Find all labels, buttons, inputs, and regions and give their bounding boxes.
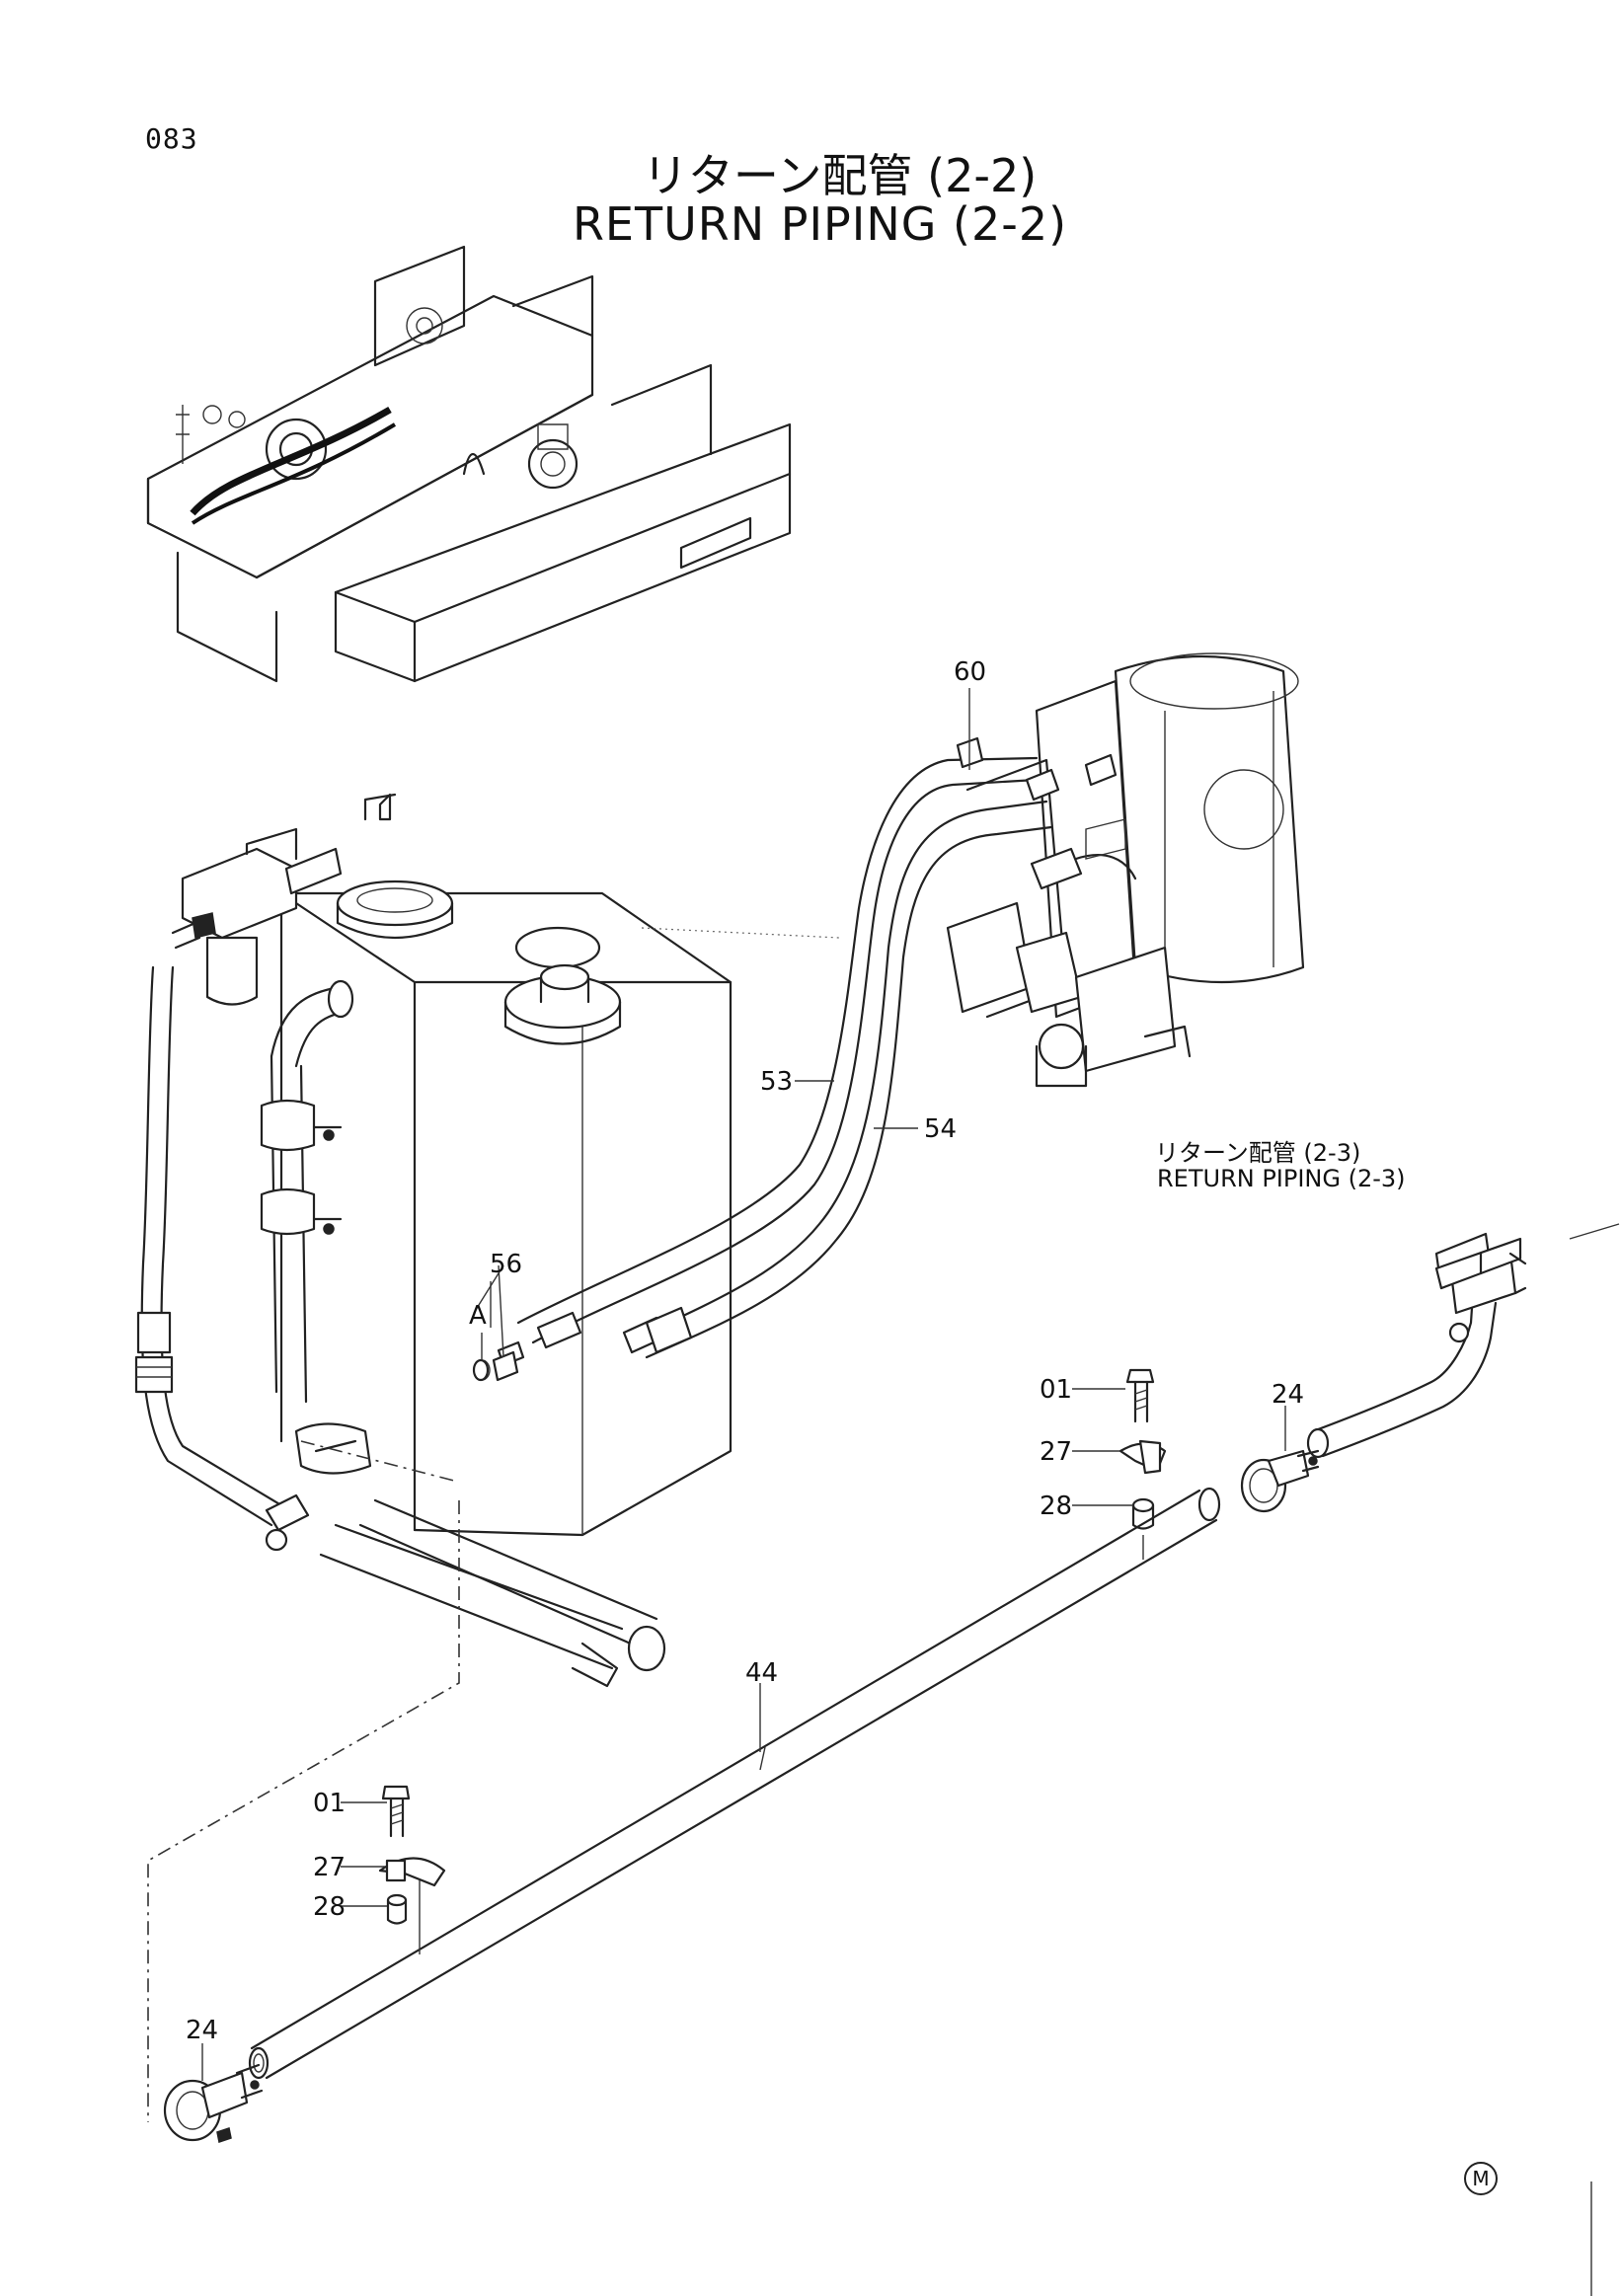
callout-01-right: 01 xyxy=(1040,1375,1073,1405)
hose-clamp-24-right xyxy=(1240,1449,1320,1513)
callout-54: 54 xyxy=(924,1114,958,1144)
assembly-guide-lines xyxy=(147,1500,460,2122)
callout-24-left: 24 xyxy=(186,2016,219,2045)
title-english: RETURN PIPING (2-2) xyxy=(572,197,1068,251)
m-mark: M xyxy=(1464,2162,1498,2195)
hose-clamp-24-left xyxy=(163,2063,264,2143)
callout-56: 56 xyxy=(490,1250,523,1279)
callout-a: A xyxy=(469,1301,487,1331)
pipe-44-drawing xyxy=(248,1487,1221,2080)
callout-27-left: 27 xyxy=(313,1853,347,1882)
pump-assembly-drawing xyxy=(946,652,1305,1088)
callout-44: 44 xyxy=(745,1658,779,1688)
callout-28-right: 28 xyxy=(1040,1492,1073,1521)
title-japanese: リターン配管 (2-2) xyxy=(642,149,1038,202)
callout-27-right: 27 xyxy=(1040,1437,1073,1467)
callout-53: 53 xyxy=(760,1067,794,1097)
bolt-clip-set-right xyxy=(1119,1368,1167,1560)
callout-01-left: 01 xyxy=(313,1789,347,1818)
callout-28-left: 28 xyxy=(313,1892,347,1922)
reference-english: RETURN PIPING (2-3) xyxy=(1157,1165,1406,1192)
return-filter-drawing xyxy=(134,827,343,1527)
page-number: 083 xyxy=(145,122,198,155)
hydraulic-tank-drawing xyxy=(279,793,840,1537)
callout-60: 60 xyxy=(954,657,987,687)
callout-24-right: 24 xyxy=(1272,1380,1305,1410)
cutoff-line xyxy=(1569,1223,1620,1240)
reference-japanese: リターン配管 (2-3) xyxy=(1155,1139,1361,1167)
fitting-56-drawing xyxy=(472,1264,519,1382)
bolt-clip-set-left xyxy=(378,1785,446,1954)
leader-lines xyxy=(201,688,1286,2081)
suction-pipe-drawing xyxy=(260,979,666,1688)
return-hose-right-drawing xyxy=(1306,1232,1527,1459)
machine-overview-drawing xyxy=(146,245,792,683)
